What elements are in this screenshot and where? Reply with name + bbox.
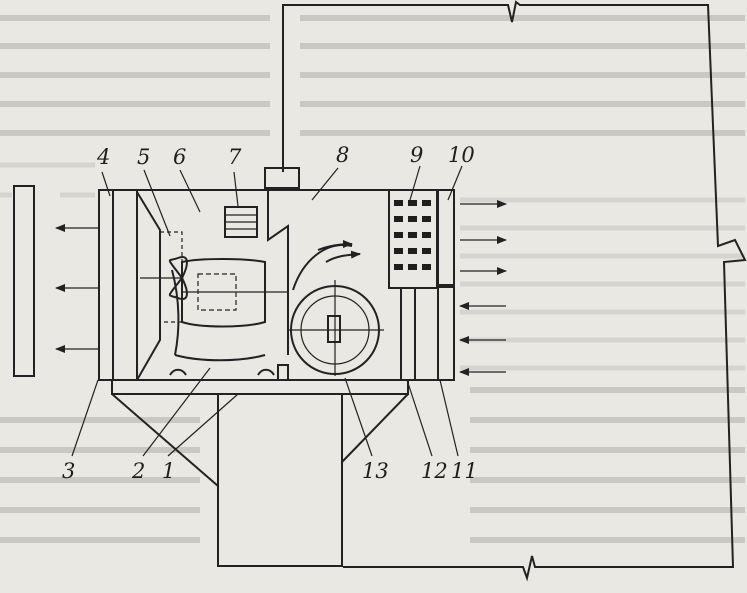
label-3: 3 [62, 459, 75, 483]
outdoor-intake-grille [437, 286, 455, 381]
outdoor-fan [288, 240, 384, 376]
control-square [408, 264, 417, 270]
control-square [408, 200, 417, 206]
compressor [169, 258, 289, 381]
label-8: 8 [336, 143, 349, 167]
control-square [394, 216, 403, 222]
background-text-lines-inner [0, 162, 745, 371]
component-7 [224, 206, 258, 238]
label-7: 7 [228, 145, 242, 169]
control-square [422, 264, 431, 270]
evaporator-filter [112, 189, 138, 381]
callout-labels: 4 5 6 7 8 9 10 3 2 1 13 12 11 [62, 143, 478, 483]
control-square [408, 216, 417, 222]
label-10: 10 [448, 143, 475, 167]
base-plate [111, 379, 409, 395]
control-square [422, 216, 431, 222]
wall-outline [282, 0, 747, 582]
indoor-fan-scroll [136, 191, 161, 381]
condenser-panel [437, 189, 455, 286]
control-square [408, 232, 417, 238]
label-13: 13 [362, 459, 389, 483]
label-5: 5 [137, 145, 150, 169]
control-square [394, 200, 403, 206]
control-square [394, 264, 403, 270]
indoor-fan [140, 231, 188, 323]
outdoor-airflow-arrows [459, 200, 507, 376]
label-12: 12 [421, 459, 448, 483]
control-square [422, 200, 431, 206]
control-square [422, 232, 431, 238]
front-grille [98, 189, 114, 381]
top-vent [264, 167, 300, 189]
label-2: 2 [131, 459, 145, 483]
control-square [408, 248, 417, 254]
label-1: 1 [162, 459, 175, 483]
indoor-airflow-arrows [55, 224, 98, 353]
label-4: 4 [96, 145, 110, 169]
control-block [388, 189, 438, 380]
control-square [394, 248, 403, 254]
support-bracket [111, 393, 409, 567]
label-6: 6 [173, 145, 186, 169]
leader-lines [71, 165, 463, 457]
background-text-lines [0, 15, 745, 543]
control-square [394, 232, 403, 238]
control-square [422, 248, 431, 254]
label-11: 11 [451, 459, 478, 483]
label-9: 9 [410, 143, 423, 167]
indoor-panel [13, 185, 35, 377]
divider-plate [267, 190, 289, 355]
